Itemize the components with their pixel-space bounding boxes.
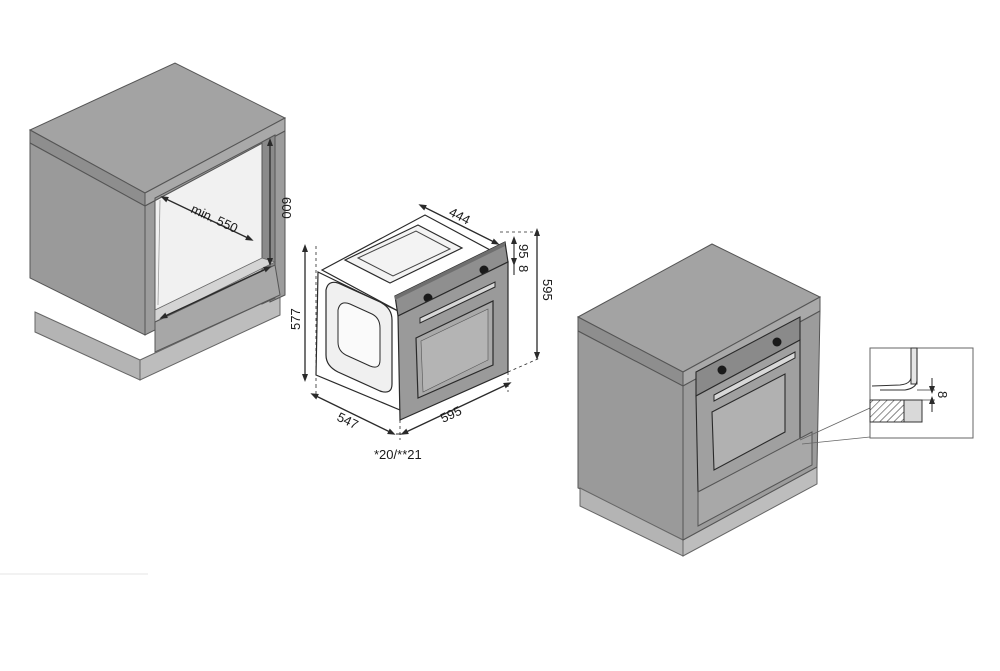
cabinet-bottom-dimension [159,266,272,319]
oven-panel-height-label: 95 [516,244,531,258]
installed-oven-window [711,373,786,471]
oven-top-depth-dimension [418,204,500,245]
oven-width-dimension [400,382,512,435]
cabinet-depth-dimension [160,196,254,241]
empty-cabinet: min. 550 600 [28,62,294,381]
oven-panel-gap-label: 8 [516,265,531,272]
oven-door-handle [419,281,496,324]
oven-top-depth-label: 444 [447,204,473,227]
detail-gap-label: 8 [935,391,950,398]
oven-total-height-label: 595 [540,279,555,301]
oven-depth-dimension [310,393,396,435]
installed-oven-right-knob [772,337,782,347]
installed-oven-left-knob [717,365,727,375]
installed-oven-handle [713,351,796,402]
oven-depth-label: 547 [335,409,361,432]
oven-body-height-label: 577 [288,308,303,330]
installed-cabinet-lower-front [697,431,813,527]
gap-detail-inset: 8 [869,347,974,439]
installed-oven-cabinet [576,243,871,557]
cabinet-height-label: 600 [279,197,294,219]
detail-frame [869,347,974,439]
oven-offset-label: *20/**21 [374,447,422,462]
oven-dimension-drawing: 444 95 8 595 577 547 595 *20/**21 [288,204,555,462]
